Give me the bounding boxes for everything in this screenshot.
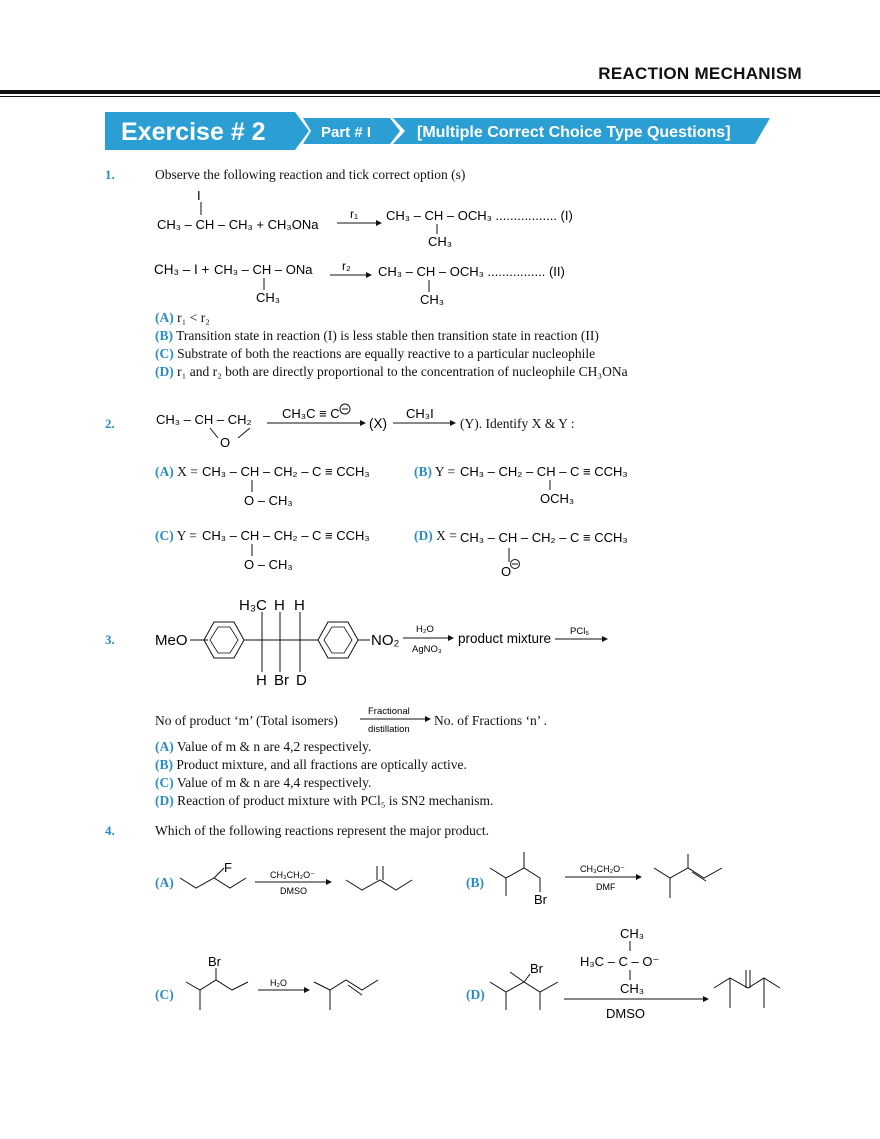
svg-text:CH₃: CH₃ (620, 981, 644, 996)
question-number: 4. (105, 823, 115, 838)
option-a[interactable]: (A) Value of m & n are 4,2 respectively. (155, 739, 372, 754)
svg-text:PCl₅: PCl₅ (570, 626, 589, 637)
svg-text:MeO: MeO (155, 632, 188, 649)
option-c[interactable]: (C) Substrate of both the reactions are … (155, 346, 596, 361)
svg-text:H: H (274, 597, 285, 614)
svg-text:O: O (501, 564, 511, 579)
svg-text:Br: Br (534, 892, 548, 907)
svg-text:H₃C: H₃C (239, 597, 267, 614)
svg-text:H: H (256, 672, 267, 689)
question-number: 2. (105, 416, 115, 431)
question-number: 3. (105, 632, 115, 647)
option-d[interactable]: (D) Reaction of product mixture with PCl… (155, 793, 494, 808)
svg-text:Br: Br (208, 954, 222, 969)
option-c[interactable]: (C) (155, 987, 174, 1002)
svg-text:F: F (224, 860, 232, 875)
option-d[interactable]: (D) X = (414, 528, 457, 543)
question-type: [Multiple Correct Choice Type Questions] (417, 124, 731, 141)
svg-text:(X): (X) (369, 416, 387, 431)
svg-text:CH₃: CH₃ (256, 290, 280, 305)
svg-text:H₂O: H₂O (416, 624, 434, 635)
question-stem: Which of the following reactions represe… (155, 823, 490, 838)
svg-text:Fractional: Fractional (368, 706, 410, 717)
svg-text:product mixture: product mixture (458, 631, 551, 646)
exercise-title: Exercise # 2 (121, 118, 266, 146)
svg-text:Br: Br (274, 672, 289, 689)
svg-text:CH₃ – CH – CH₃ + CH₃ONa: CH₃ – CH – CH₃ + CH₃ONa (157, 217, 319, 232)
option-b[interactable]: (B) Transition state in reaction (I) is … (155, 328, 599, 343)
svg-text:I: I (197, 188, 201, 203)
option-a[interactable]: (A) r₁ < r₂ (155, 310, 210, 325)
svg-text:CH₃ – CH – OCH₃ ..............: CH₃ – CH – OCH₃ ................. (I) (386, 208, 573, 223)
option-b[interactable]: (B) Product mixture, and all fractions a… (155, 757, 467, 772)
svg-text:CH₃ – CH₂ – CH – C ≡ CCH₃: CH₃ – CH₂ – CH – C ≡ CCH₃ (460, 464, 628, 479)
option-d[interactable]: (D) (466, 987, 485, 1002)
header-rule-thick (0, 90, 880, 94)
svg-text:CH₃ – I +: CH₃ – I + (154, 262, 210, 277)
svg-text:O – CH₃: O – CH₃ (244, 493, 293, 508)
q2-reaction: CH₃ – CH – CH₂ O CH₃C ≡ C (X) CH₃I (156, 403, 456, 450)
q1-options: (A) r₁ < r₂ (B) Transition state in reac… (155, 309, 795, 381)
question-number: 1. (105, 167, 115, 182)
svg-text:CH₃ – CH – CH₂ – C ≡ CCH₃: CH₃ – CH – CH₂ – C ≡ CCH₃ (202, 464, 370, 479)
svg-text:CH₃CH₂O⁻: CH₃CH₂O⁻ (270, 870, 315, 880)
svg-text:H₃C – C – O⁻: H₃C – C – O⁻ (580, 954, 659, 969)
svg-text:Br: Br (530, 961, 544, 976)
svg-text:H₂O: H₂O (270, 978, 287, 988)
svg-text:OCH₃: OCH₃ (540, 491, 574, 506)
svg-text:DMSO: DMSO (606, 1006, 645, 1021)
svg-text:CH₃: CH₃ (420, 292, 444, 307)
svg-text:DMSO: DMSO (280, 886, 307, 896)
svg-text:r₁: r₁ (350, 207, 358, 221)
q2-tail-text: (Y). Identify X & Y : (460, 416, 575, 431)
option-b[interactable]: (B) Y = (414, 464, 456, 479)
q3-line: No of product ‘m’ (Total isomers) (155, 713, 338, 728)
header-rule-thin (0, 96, 880, 97)
option-b[interactable]: (B) (466, 875, 484, 890)
svg-text:CH₃ – CH – ONa: CH₃ – CH – ONa (214, 262, 313, 277)
q3-options: (A) Value of m & n are 4,2 respectively.… (155, 738, 795, 810)
option-a[interactable]: (A) (155, 875, 174, 890)
option-a[interactable]: (A) X = (155, 464, 198, 479)
q2-d-structure: CH₃ – CH – CH₂ – C ≡ CCH₃ O (460, 530, 628, 579)
svg-text:CH₃ – CH – CH₂ – C ≡ CCH₃: CH₃ – CH – CH₂ – C ≡ CCH₃ (202, 528, 370, 543)
svg-text:CH₃ – CH – OCH₃ .............: CH₃ – CH – OCH₃ ................ (II) (378, 264, 565, 279)
svg-text:O: O (220, 435, 230, 450)
q3-line-end: No. of Fractions ‘n’ . (434, 713, 547, 728)
q4-d-reaction: Br CH₃ H₃C – C – O⁻ CH₃ DMSO (489, 926, 781, 1021)
svg-text:NO₂: NO₂ (371, 632, 400, 649)
svg-text:D: D (296, 672, 307, 689)
exercise-banner: Exercise # 2 Part # I [Multiple Correct … (105, 112, 770, 150)
option-c[interactable]: (C) Value of m & n are 4,4 respectively. (155, 775, 372, 790)
q3-distillation-arrow: Fractional distillation (360, 706, 431, 735)
q4-a-reaction: F CH₃CH₂O⁻ DMSO (179, 860, 413, 896)
svg-text:CH₃: CH₃ (428, 234, 452, 249)
question-stem: Observe the following reaction and tick … (155, 167, 466, 182)
svg-text:H: H (294, 597, 305, 614)
q4-c-reaction: Br H₂O (185, 954, 379, 1010)
svg-text:CH₃: CH₃ (620, 926, 644, 941)
part-label: Part # I (321, 124, 371, 141)
svg-text:distillation: distillation (368, 724, 410, 735)
svg-text:DMF: DMF (596, 882, 616, 892)
page-header-title: REACTION MECHANISM (598, 64, 802, 83)
svg-text:AgNO₃: AgNO₃ (412, 644, 442, 655)
svg-text:CH₃I: CH₃I (406, 406, 434, 421)
q4-b-reaction: Br CH₃CH₂O⁻ DMF (489, 852, 723, 907)
svg-text:CH₃ – CH – CH₂ – C ≡ CCH₃: CH₃ – CH – CH₂ – C ≡ CCH₃ (460, 530, 628, 545)
option-c[interactable]: (C) Y = (155, 528, 197, 543)
svg-text:r₂: r₂ (342, 259, 351, 273)
svg-text:CH₃CH₂O⁻: CH₃CH₂O⁻ (580, 864, 625, 874)
q3-reaction: MeO H₃C H H H Br D NO₂ H₂O AgNO₃ product… (155, 597, 608, 689)
q1-reactions: I CH₃ – CH – CH₃ + CH₃ONa r₁ CH₃ – CH – … (154, 188, 573, 307)
svg-text:CH₃ – CH – CH₂: CH₃ – CH – CH₂ (156, 412, 252, 427)
q2-b-structure: CH₃ – CH₂ – CH – C ≡ CCH₃ OCH₃ (460, 464, 628, 506)
svg-text:CH₃C ≡ C: CH₃C ≡ C (282, 406, 340, 421)
svg-text:O – CH₃: O – CH₃ (244, 557, 293, 572)
option-d[interactable]: (D) r₁ and r₂ both are directly proporti… (155, 364, 628, 379)
q2-c-structure: CH₃ – CH – CH₂ – C ≡ CCH₃ O – CH₃ (202, 528, 370, 572)
q2-a-structure: CH₃ – CH – CH₂ – C ≡ CCH₃ O – CH₃ (202, 464, 370, 508)
